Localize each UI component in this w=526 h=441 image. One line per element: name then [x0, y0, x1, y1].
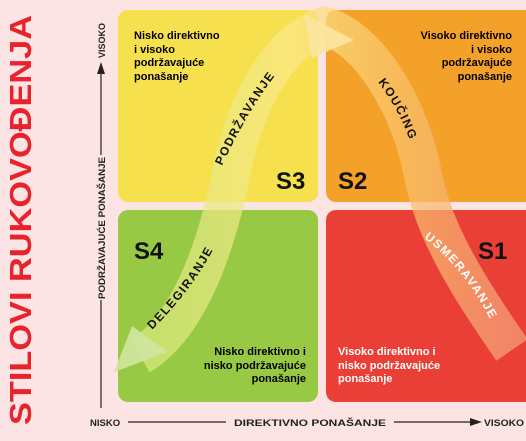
code-s4: S4 [134, 238, 164, 265]
code-s2: S2 [338, 168, 368, 195]
curve-arrowhead-left [114, 326, 168, 372]
horizontal-axis-arrowhead [470, 418, 482, 426]
diagram-title: STILOVI RUKOVOĐENJA [0, 0, 40, 436]
s2-description: Visoko direktivno i visoko podržavajuće … [421, 30, 513, 84]
s2-description-line: ponašanje [457, 70, 512, 83]
s2-description-line: Visoko direktivno [420, 30, 513, 42]
horizontal-axis: NISKO DIREKTIVNO PONAŠANJE VISOKO [90, 408, 526, 436]
s3-description-line: Nisko direktivno [134, 30, 220, 42]
s3-description-line: podržavajuće [134, 57, 205, 69]
vertical-axis-high-label: VISOKO [97, 23, 107, 58]
horizontal-axis-high-label: VISOKO [484, 418, 524, 429]
vertical-axis-label: PODRŽAVAJUĆE PONAŠANJE [96, 157, 107, 299]
s4-description-line: Nisko direktivno i [214, 346, 306, 358]
curve-band [129, 6, 526, 373]
code-s1: S1 [478, 238, 508, 265]
code-s3: S3 [276, 168, 306, 195]
curve-arrowhead-top [304, 14, 354, 58]
s2-description-line: podržavajuće [441, 57, 512, 69]
horizontal-axis-label: DIREKTIVNO PONAŠANJE [234, 417, 386, 429]
s1-description-line: nisko podržavajuće [338, 359, 441, 372]
diagram-title-text: STILOVI RUKOVOĐENJA [3, 15, 38, 425]
s1-description: Visoko direktivno i nisko podržavajuće p… [338, 346, 440, 387]
s1-description-line: ponašanje [338, 373, 393, 385]
s3-description: Nisko direktivno i visoko podržavajuće p… [134, 30, 220, 84]
vertical-axis: VISOKO PODRŽAVAJUĆE PONAŠANJE [88, 0, 114, 410]
vertical-axis-arrowhead [97, 62, 105, 74]
s3-description-line: i visoko [134, 43, 175, 56]
s1-description-line: Visoko direktivno i [338, 346, 436, 358]
s4-description: Nisko direktivno i nisko podržavajuće po… [204, 346, 306, 387]
s4-description-line: ponašanje [251, 373, 306, 385]
s4-description-line: nisko podržavajuće [203, 359, 306, 372]
s3-description-line: ponašanje [134, 70, 189, 83]
s2-description-line: i visoko [471, 43, 512, 56]
horizontal-axis-low-label: NISKO [90, 418, 120, 429]
